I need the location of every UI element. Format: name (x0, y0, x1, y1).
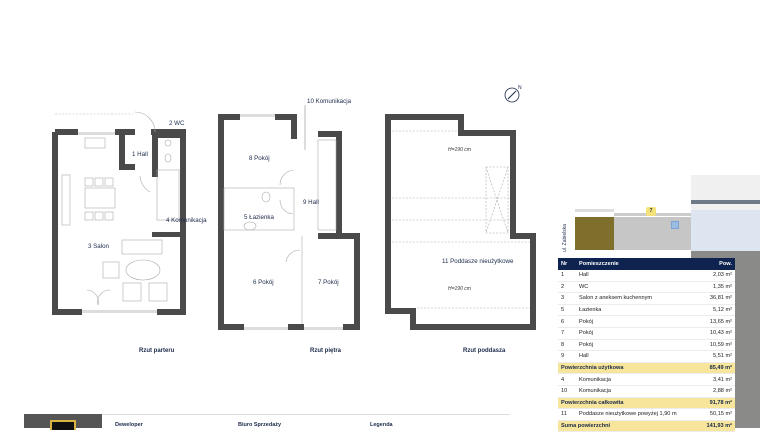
row-nr: 9 (558, 350, 576, 363)
row-nr: 5 (558, 304, 576, 317)
row-nr: 8 (558, 339, 576, 352)
street-label: ul. Zabielska (562, 223, 568, 252)
room-label-9: 9 Hall (303, 199, 319, 206)
summary-area: 91,78 m² (697, 397, 735, 410)
caption-first: Rzut piętra (310, 348, 342, 354)
row-area: 3,41 m² (697, 373, 735, 386)
row-room: Komunikacja (576, 385, 698, 398)
row-room: Komunikacja (576, 373, 698, 386)
attic-height-top: H=190 cm (448, 147, 471, 153)
site-road (691, 200, 760, 204)
header-nr: Nr (558, 258, 576, 270)
logo-mark (50, 420, 76, 430)
summary-label: Suma powierzchni (558, 420, 698, 432)
row-area: 1,35 m² (697, 281, 735, 294)
row-nr: 10 (558, 385, 576, 398)
row-nr: 6 (558, 315, 576, 328)
caption-ground: Rzut parteru (139, 348, 175, 354)
row-room: Poddasze nieużytkowe powyżej 1,90 m (576, 408, 698, 421)
attic-plan: H=190 cm 11 Poddasze nieużytkowe H=190 c… (385, 114, 536, 330)
floor-plans: 1 Hall 2 WC 3 Salon 4 Komunikacja 10 Kom… (52, 85, 536, 330)
row-nr: 3 (558, 292, 576, 305)
site-boundary (575, 209, 614, 212)
room-label-2: 2 WC (169, 120, 185, 127)
row-area: 13,65 m² (697, 315, 735, 328)
header-room: Pomieszczenie (576, 258, 698, 270)
row-area: 50,15 m² (697, 408, 735, 421)
footer-legend: Legenda (370, 422, 393, 428)
footer-divider (100, 414, 510, 415)
room-label-11: 11 Poddasze nieużytkowe (442, 258, 514, 265)
row-area: 10,59 m² (697, 339, 735, 352)
first-floor-plan: 10 Komunikacja 8 Pokój 9 Hall 5 Łazienka… (218, 98, 360, 330)
row-area: 36,81 m² (697, 292, 735, 305)
row-room: Salon z aneksem kuchennym (576, 292, 698, 305)
site-plot-neighbour (575, 217, 614, 250)
site-plot-unit (614, 217, 691, 250)
room-label-4: 4 Komunikacja (166, 217, 207, 224)
unit-badge: 7 (646, 207, 656, 216)
attic-height-bottom: H=190 cm (448, 286, 471, 292)
row-room: Łazienka (576, 304, 698, 317)
summary-area: 85,49 m² (697, 362, 735, 375)
row-nr: 1 (558, 270, 576, 282)
summary-area: 141,93 m² (697, 420, 735, 432)
room-label-7: 7 Pokój (318, 279, 339, 286)
row-nr: 11 (558, 408, 576, 421)
room-label-6: 6 Pokój (253, 279, 274, 286)
row-nr: 4 (558, 373, 576, 386)
row-room: Pokój (576, 339, 698, 352)
room-label-10: 10 Komunikacja (307, 98, 352, 105)
row-room: Hall (576, 350, 698, 363)
row-room: Pokój (576, 327, 698, 340)
site-area-light (691, 210, 760, 251)
row-area: 2,03 m² (697, 270, 735, 282)
north-compass-icon: N (504, 85, 522, 103)
summary-label: Powierzchnia całkowita (558, 397, 698, 410)
room-label-3: 3 Salon (88, 243, 110, 250)
row-area: 5,51 m² (697, 350, 735, 363)
caption-attic: Rzut poddasza (463, 348, 506, 354)
room-label-5: 5 Łazienka (244, 214, 274, 221)
room-label-1: 1 Hall (132, 151, 148, 158)
row-area: 5,12 m² (697, 304, 735, 317)
summary-label: Powierzchnia użytkowa (558, 362, 698, 375)
site-marker-icon (671, 221, 679, 229)
footer-developer: Deweloper (115, 422, 143, 428)
row-room: Pokój (576, 315, 698, 328)
footer-sales-office: Biuro Sprzedaży (238, 422, 282, 428)
row-area: 10,43 m² (697, 327, 735, 340)
row-room: Hall (576, 270, 698, 282)
row-area: 2,88 m² (697, 385, 735, 398)
row-room: WC (576, 281, 698, 294)
header-area: Pow. (697, 258, 735, 270)
row-nr: 2 (558, 281, 576, 294)
compass-label: N (518, 85, 522, 91)
ground-floor-plan: 1 Hall 2 WC 3 Salon 4 Komunikacja (52, 111, 207, 315)
table-header: Nr Pomieszczenie Pow. (558, 258, 735, 270)
row-nr: 7 (558, 327, 576, 340)
room-label-8: 8 Pokój (249, 155, 270, 162)
